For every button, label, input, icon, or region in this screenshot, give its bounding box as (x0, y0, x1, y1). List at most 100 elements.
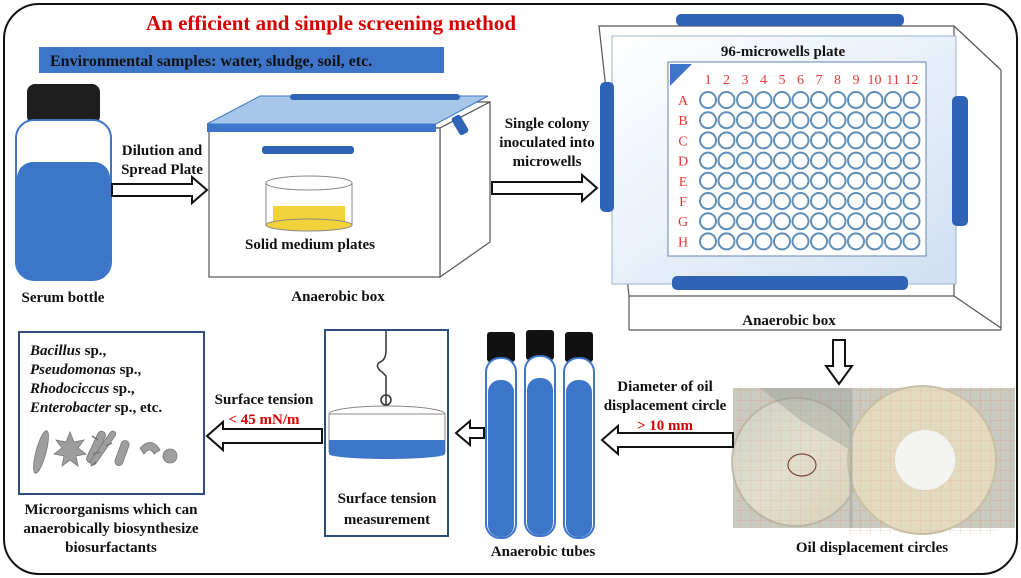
microwell (884, 212, 902, 231)
bacteria-shapes-icon (33, 430, 178, 474)
column-label: 9 (853, 73, 860, 88)
microwell (884, 171, 902, 190)
diagram-title: An efficient and simple screening method (146, 11, 516, 35)
row-label: A (678, 94, 689, 109)
st-criteria-line1: Surface tension (215, 392, 314, 408)
microwell (754, 232, 773, 251)
microwell (736, 171, 754, 190)
serum-bottle-icon (15, 84, 112, 281)
microwell (847, 131, 865, 150)
dilution-label-line1: Dilution and (122, 143, 203, 159)
column-label: 7 (816, 73, 823, 88)
microwell (754, 212, 773, 231)
row-label: C (678, 134, 687, 149)
microwell (791, 232, 810, 251)
microwell (865, 151, 884, 170)
row-label: G (678, 215, 688, 230)
microwell (773, 171, 791, 190)
microwell (902, 192, 921, 210)
microwell (865, 91, 884, 109)
microwell (773, 91, 791, 109)
column-label: 5 (779, 73, 786, 88)
column-label: 11 (886, 73, 899, 88)
organism-3: Rhodociccus sp., (29, 381, 135, 397)
microwell (884, 111, 902, 130)
microwell (828, 192, 847, 210)
microwell (736, 151, 754, 170)
column-label: 8 (834, 73, 841, 88)
microwell (736, 212, 754, 231)
microwell (884, 131, 902, 150)
serum-bottle-label: Serum bottle (22, 290, 105, 306)
microorganisms-panel (18, 331, 205, 495)
microwell (699, 171, 717, 190)
microwell (865, 212, 884, 231)
column-label: 3 (742, 73, 749, 88)
microwell (828, 212, 847, 231)
microwell (847, 151, 865, 170)
microwell (699, 212, 717, 231)
microwell (828, 131, 847, 150)
microwell (847, 212, 865, 231)
inoculation-arrow-icon (491, 172, 599, 204)
environmental-samples-text: Environmental samples: water, sludge, so… (50, 53, 372, 70)
microwell (847, 111, 865, 130)
microwell (810, 212, 828, 231)
oil-displacement-photo (731, 385, 1015, 535)
microwell (791, 131, 810, 150)
oil-threshold: > 10 mm (637, 418, 694, 434)
microwell (865, 232, 884, 251)
microwell (902, 91, 921, 109)
microwell (699, 151, 717, 170)
microwell (754, 131, 773, 150)
row-label: B (678, 114, 687, 129)
microwell (791, 212, 810, 231)
microorganisms-label-line1: Microorganisms which can (24, 502, 198, 518)
microwell (736, 232, 754, 251)
column-label: 10 (868, 73, 882, 88)
anaerobic-tubes-label: Anaerobic tubes (491, 544, 595, 560)
microwell (847, 171, 865, 190)
down-arrow-icon (824, 339, 854, 386)
microwell (902, 151, 921, 170)
st-arrow-icon (205, 419, 323, 453)
oil-criteria-line2: displacement circle (604, 398, 727, 414)
anaerobic-box-2-label: Anaerobic box (742, 313, 836, 329)
microwell (828, 232, 847, 251)
microwell (810, 91, 828, 109)
microwell (847, 91, 865, 109)
anaerobic-tubes-icon (485, 330, 595, 539)
inoculation-label-line1: Single colony (505, 116, 590, 132)
microorganisms-label-line2: anaerobically biosynthesize (23, 521, 198, 537)
microwell (699, 131, 717, 150)
microwell (699, 91, 717, 109)
microwell (884, 151, 902, 170)
microwell (791, 192, 810, 210)
microwell (865, 131, 884, 150)
microwell (773, 111, 791, 130)
microwell (847, 232, 865, 251)
microwell (736, 91, 754, 109)
microwell (717, 91, 736, 109)
column-label: 2 (723, 73, 730, 88)
organism-list: Bacillus sp., Pseudomonas sp., Rhodocicc… (29, 343, 162, 416)
microwell (717, 171, 736, 190)
microwell (754, 91, 773, 109)
tubes-arrow-icon (454, 418, 485, 448)
microwell (902, 232, 921, 251)
microwell (810, 111, 828, 130)
microwell (773, 131, 791, 150)
microwell-grid (699, 91, 921, 251)
microwell (754, 192, 773, 210)
microwell (791, 91, 810, 109)
microwell (884, 232, 902, 251)
oil-displacement-label: Oil displacement circles (796, 540, 948, 556)
microwell (828, 91, 847, 109)
inoculation-label-line3: microwells (513, 154, 582, 170)
microwell (754, 151, 773, 170)
organism-2: Pseudomonas sp., (30, 362, 142, 378)
microwell (754, 171, 773, 190)
microwell (884, 192, 902, 210)
surface-tension-label-line1: Surface tension (338, 491, 437, 507)
